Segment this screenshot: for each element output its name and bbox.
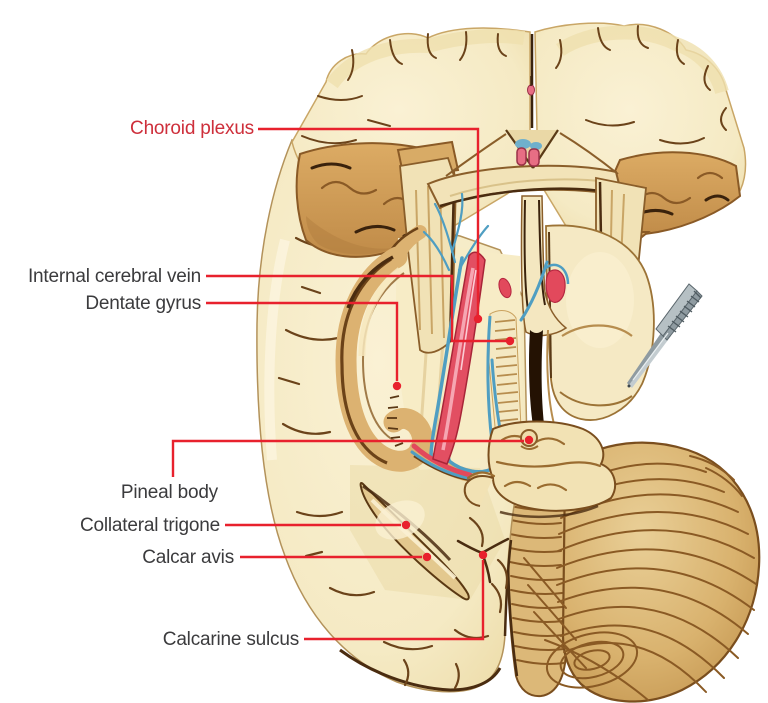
- calcarine-sulcus-dot: [478, 550, 488, 560]
- label-pineal-body: Pineal body: [120, 482, 218, 503]
- forceps-illustration: [627, 283, 703, 388]
- internal-cerebral-vein-dot: [505, 336, 515, 346]
- leader-dots: [392, 314, 534, 562]
- dentate-gyrus-dot: [392, 381, 402, 391]
- longitudinal-fissure: [505, 34, 559, 169]
- pineal-body-leader: [171, 439, 524, 477]
- pineal-body-dot: [524, 435, 534, 445]
- calcar-avis-dot: [422, 552, 432, 562]
- dentate-gyrus-structure: [387, 395, 404, 447]
- dentate-gyrus-leader: [206, 301, 399, 381]
- septal-vein-blue: [515, 139, 531, 149]
- label-choroid-plexus: Choroid plexus: [130, 118, 254, 139]
- leader-lines: [171, 127, 524, 641]
- anterior-vessel: [516, 147, 527, 166]
- label-calcar-avis: Calcar avis: [142, 547, 234, 568]
- label-internal-cerebral-vein: Internal cerebral vein: [27, 266, 201, 287]
- cerebellum: [506, 441, 761, 703]
- thalamus-pulvinar: [545, 224, 655, 421]
- collateral-trigone-structure: [375, 500, 425, 540]
- forceps-grip-serration: [667, 290, 702, 333]
- collateral-trigone-dot: [401, 520, 411, 530]
- label-dentate-gyrus: Dentate gyrus: [85, 293, 201, 314]
- choroid-plexus-leader: [258, 127, 480, 316]
- third-ventricle: [529, 330, 544, 426]
- occipital-shading: [350, 465, 505, 600]
- calcarine-sulcus-leader: [304, 560, 485, 641]
- choroid-plexus-dot: [473, 314, 483, 324]
- label-calcarine-sulcus: Calcarine sulcus: [162, 629, 299, 650]
- choroid-plexus-structure: [411, 251, 512, 478]
- third-ventricle-plexus: [545, 263, 570, 303]
- label-collateral-trigone: Collateral trigone: [79, 515, 220, 536]
- cerebellar-folia: [523, 455, 757, 701]
- internal-cerebral-vein-leader: [206, 274, 506, 343]
